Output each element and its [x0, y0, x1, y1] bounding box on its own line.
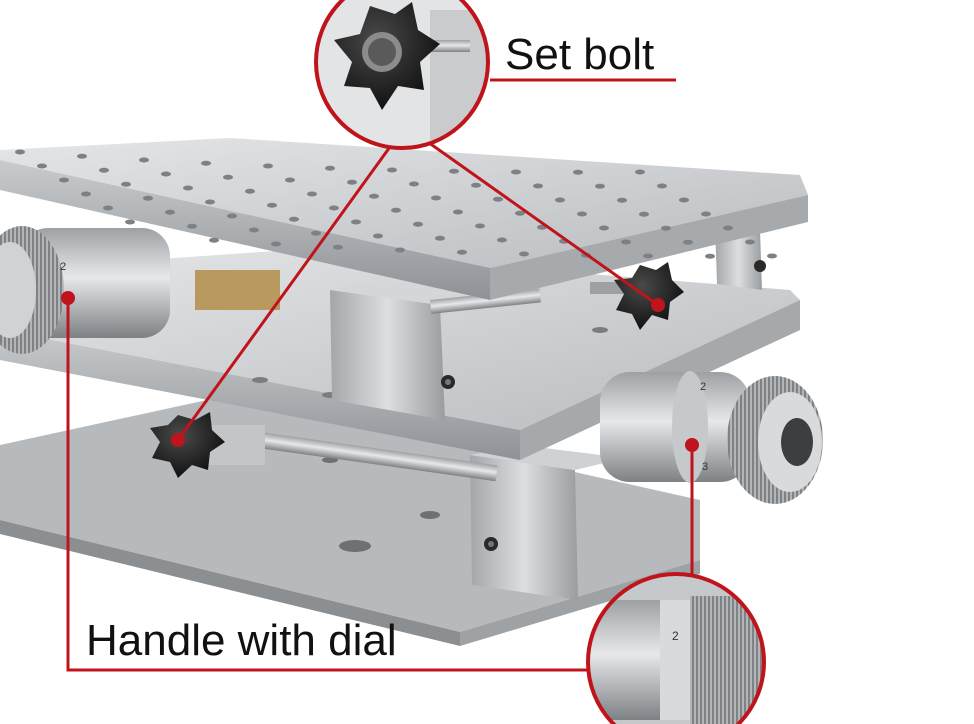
inset-dial-mark: 2 [672, 629, 679, 643]
mounting-hole [201, 160, 211, 166]
mounting-hole [209, 237, 219, 243]
mounting-hole [227, 213, 237, 219]
lower-star-knob [150, 412, 265, 478]
mounting-hole [435, 235, 445, 241]
handle-with-dial-label: Handle with dial [86, 616, 397, 665]
mounting-hole [267, 202, 277, 208]
mounting-hole [103, 205, 113, 211]
mounting-hole [519, 251, 529, 257]
mounting-hole [223, 174, 233, 180]
mounting-hole [285, 177, 295, 183]
upper-rail-block [330, 280, 541, 420]
mounting-hole [395, 247, 405, 253]
mounting-hole [413, 221, 423, 227]
dial-mark-2-left: 2 [60, 261, 66, 273]
dial-mark-2: 2 [700, 381, 706, 393]
mounting-hole [705, 253, 715, 259]
mounting-hole [325, 165, 335, 171]
mounting-hole [661, 225, 671, 231]
mounting-hole [333, 244, 343, 250]
base-plate [0, 395, 700, 646]
mounting-hole [409, 181, 419, 187]
dial-mark-3: 3 [702, 461, 708, 473]
right-dial-handle: 2 3 [600, 371, 823, 504]
mounting-hole [453, 209, 463, 215]
mounting-hole [431, 195, 441, 201]
top-plate [0, 138, 808, 300]
mounting-hole [245, 188, 255, 194]
mounting-hole [683, 239, 693, 245]
mounting-hole [621, 239, 631, 245]
star-knob-icon [614, 262, 684, 330]
mounting-hole [373, 233, 383, 239]
mounting-hole [701, 211, 711, 217]
mounting-hole [183, 185, 193, 191]
mounting-hole [595, 183, 605, 189]
upper-star-knob [590, 262, 684, 330]
mounting-hole [577, 211, 587, 217]
mounting-hole [311, 230, 321, 236]
mounting-hole [493, 196, 503, 202]
mounting-hole [307, 191, 317, 197]
mounting-hole [497, 237, 507, 243]
mounting-hole [15, 149, 25, 155]
mounting-hole [347, 179, 357, 185]
mounting-hole [635, 169, 645, 175]
mounting-hole [121, 181, 131, 187]
lower-guide-rod [257, 432, 498, 482]
brass-block [195, 270, 280, 310]
mounting-hole [723, 225, 733, 231]
mounting-hole [205, 199, 215, 205]
mounting-hole-grid [15, 149, 777, 259]
mounting-hole [449, 168, 459, 174]
mounting-hole [387, 167, 397, 173]
mounting-hole [161, 171, 171, 177]
callout-lines [66, 78, 694, 672]
mounting-hole [289, 216, 299, 222]
dial-inset: 2 [586, 572, 766, 724]
mounting-hole [329, 205, 339, 211]
set-bolt-label: Set bolt [505, 30, 655, 79]
callout-dots [61, 291, 699, 452]
mounting-hole [511, 169, 521, 175]
mounting-hole [81, 191, 91, 197]
mounting-hole [475, 223, 485, 229]
mounting-hole [249, 227, 259, 233]
mounting-hole [351, 219, 361, 225]
mounting-hole [599, 225, 609, 231]
mounting-hole [143, 195, 153, 201]
mounting-hole [515, 210, 525, 216]
mounting-hole [457, 249, 467, 255]
left-dial-handle: 2 [0, 226, 170, 354]
mounting-hole [165, 209, 175, 215]
mounting-hole [77, 153, 87, 159]
mounting-hole [37, 163, 47, 169]
mounting-hole [139, 157, 149, 163]
mounting-hole [657, 183, 667, 189]
mounting-hole [369, 193, 379, 199]
mounting-hole [271, 241, 281, 247]
mounting-hole [125, 219, 135, 225]
mounting-hole [745, 239, 755, 245]
mounting-hole [99, 167, 109, 173]
mounting-hole [391, 207, 401, 213]
set-bolt-inset [314, 0, 490, 150]
mounting-hole [617, 197, 627, 203]
mounting-hole [533, 183, 543, 189]
mounting-hole [679, 197, 689, 203]
mounting-hole [767, 253, 777, 259]
star-knob-icon [150, 412, 225, 478]
mounting-hole [573, 169, 583, 175]
mounting-hole [643, 253, 653, 259]
mounting-hole [59, 177, 69, 183]
mounting-hole [263, 163, 273, 169]
mounting-hole [187, 223, 197, 229]
mounting-hole [471, 182, 481, 188]
mounting-hole [555, 197, 565, 203]
mounting-hole [639, 211, 649, 217]
